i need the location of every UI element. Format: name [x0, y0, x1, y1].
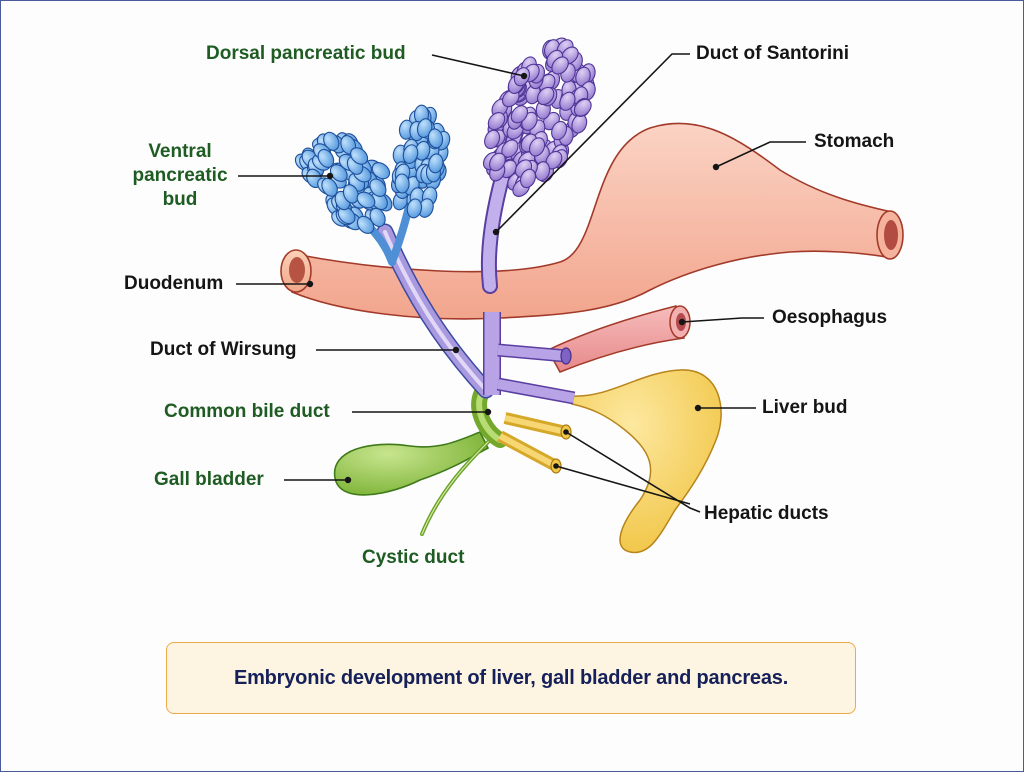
- label-dorsal-pancreatic-bud: Dorsal pancreatic bud: [206, 43, 406, 64]
- lobule: [573, 98, 592, 117]
- lobule: [487, 112, 506, 131]
- lobule: [350, 147, 369, 165]
- lobule: [537, 86, 555, 106]
- label-duct-of-santorini: Duct of Santorini: [696, 43, 850, 64]
- caption-text: Embryonic development of liver, gall bla…: [233, 666, 789, 689]
- lobule: [551, 120, 568, 141]
- label-duodenum: Duodenum: [124, 273, 224, 294]
- lobule: [428, 153, 444, 174]
- hepatic-ducts: [497, 412, 572, 474]
- lobule: [519, 168, 537, 189]
- leader-dots: [306, 72, 720, 484]
- label-ventral-line-3: bud: [162, 189, 198, 210]
- lobule: [484, 129, 501, 150]
- ventral-pancreatic-bud: [294, 104, 451, 234]
- leader-hepatic-1: [565, 431, 701, 513]
- stomach-lumen: [884, 220, 898, 250]
- stomach: [291, 122, 904, 320]
- leader-oesophagus: [681, 317, 764, 323]
- label-liver-bud: Liver bud: [762, 397, 848, 418]
- lobule: [394, 173, 410, 194]
- label-duct-of-wirsung: Duct of Wirsung: [150, 339, 297, 360]
- lobule: [575, 66, 591, 87]
- lobule: [369, 178, 387, 197]
- lobule: [406, 198, 423, 219]
- gall-bladder: [333, 430, 490, 496]
- lobule: [529, 137, 546, 157]
- dorsal-pancreatic-bud: [482, 37, 596, 197]
- label-hepatic-ducts: Hepatic ducts: [704, 503, 829, 524]
- label-cystic-duct: Cystic duct: [362, 547, 465, 568]
- lobule: [551, 56, 569, 75]
- duodenum: [280, 249, 312, 293]
- leader-stomach: [715, 141, 806, 168]
- label-oesophagus: Oesophagus: [772, 307, 888, 328]
- lobule: [317, 148, 335, 168]
- liver-bud: [571, 369, 722, 554]
- lobule: [356, 191, 376, 209]
- lobule: [559, 91, 576, 111]
- label-ventral-pancreatic-bud: Ventral pancreatic bud: [130, 140, 230, 212]
- lobule: [321, 177, 338, 197]
- label-ventral-line-1: Ventral: [148, 141, 212, 162]
- caption-box: Embryonic development of liver, gall bla…: [166, 642, 856, 714]
- label-stomach: Stomach: [814, 131, 895, 152]
- lobule: [323, 131, 340, 151]
- label-ventral-line-2: pancreatic: [132, 165, 228, 186]
- lobule: [489, 152, 506, 172]
- label-common-bile-duct: Common bile duct: [164, 401, 330, 422]
- lobule: [510, 105, 529, 124]
- leader-dorsal: [431, 54, 525, 77]
- leader-lines: [236, 53, 806, 513]
- lobule: [342, 184, 359, 204]
- lobule: [402, 144, 419, 164]
- leader-santorini: [495, 53, 690, 233]
- lobule: [369, 207, 386, 228]
- pancreatic-duct-trunk: [483, 312, 576, 405]
- lobule: [371, 162, 391, 180]
- leader-hepatic-2: [555, 465, 691, 505]
- lobule: [337, 206, 356, 225]
- lobule: [427, 128, 444, 149]
- lobule: [329, 164, 348, 182]
- label-gall-bladder: Gall bladder: [154, 469, 264, 490]
